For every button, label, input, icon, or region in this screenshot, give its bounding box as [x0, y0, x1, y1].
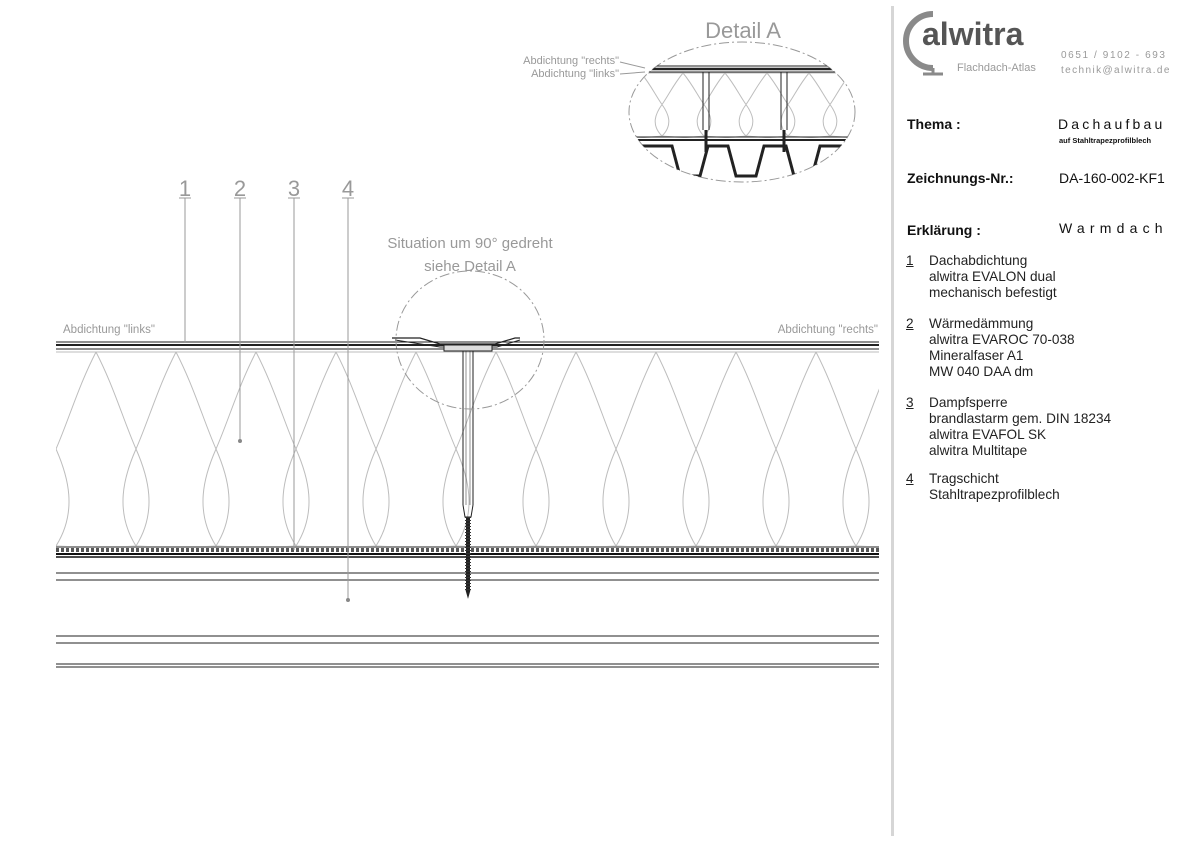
legend-number: 1 — [906, 253, 914, 268]
zeichnung-label: Zeichnungs-Nr.: — [907, 170, 1014, 186]
legend-number: 4 — [906, 471, 914, 486]
thema-subvalue: auf Stahltrapezprofilblech — [1059, 136, 1152, 145]
legend-line: Tragschicht — [929, 471, 999, 486]
brand-phone: 0651 / 9102 - 693 — [1061, 50, 1167, 61]
legend-line: alwitra EVALON dual — [929, 269, 1056, 284]
situation-note-line1: Situation um 90° gedreht — [387, 235, 553, 252]
detail-label-links: Abdichtung "links" — [531, 68, 619, 80]
callout-leaders — [179, 197, 354, 600]
legend-line: alwitra Multitape — [929, 443, 1028, 458]
legend-line: alwitra EVAROC 70-038 — [929, 332, 1075, 347]
insulation-layer — [56, 351, 879, 546]
callout-3: 3 — [288, 176, 300, 201]
fastener — [392, 337, 521, 599]
section-drawing: 1 2 3 4 Detail A Abdichtung "rechts" Abd… — [56, 18, 879, 668]
legend-line: MW 040 DAA dm — [929, 364, 1034, 379]
callout-dot-2 — [238, 439, 242, 443]
legend-line: Mineralfaser A1 — [929, 348, 1024, 363]
legend-line: brandlastarm gem. DIN 18234 — [929, 411, 1112, 426]
thema-label: Thema : — [907, 116, 961, 132]
legend-number: 3 — [906, 395, 914, 410]
legend-line: alwitra EVAFOL SK — [929, 427, 1047, 442]
legend-line: Dampfsperre — [929, 395, 1008, 410]
callout-dot-4 — [346, 598, 350, 602]
legend-line: mechanisch befestigt — [929, 285, 1057, 300]
callout-2: 2 — [234, 176, 246, 201]
detail-a-title: Detail A — [705, 18, 781, 43]
legend-line: Wärmedämmung — [929, 316, 1034, 331]
detail-a-marker — [395, 270, 545, 410]
brand-email: technik@alwitra.de — [1061, 65, 1171, 76]
detail-label-rechts: Abdichtung "rechts" — [523, 55, 619, 67]
brand-name: alwitra — [922, 16, 1024, 52]
label-abdichtung-links: Abdichtung "links" — [63, 324, 155, 336]
legend-line: Dachabdichtung — [929, 253, 1028, 268]
label-abdichtung-rechts: Abdichtung "rechts" — [778, 324, 878, 336]
brand-subtitle: Flachdach-Atlas — [957, 62, 1036, 74]
thema-value: Dachaufbau — [1058, 116, 1166, 132]
legend-number: 2 — [906, 316, 914, 331]
zeichnung-value: DA-160-002-KF1 — [1059, 170, 1165, 186]
title-block-separator — [891, 6, 894, 836]
erklaerung-value: Warmdach — [1059, 220, 1168, 236]
legend-line: Stahltrapezprofilblech — [929, 487, 1060, 502]
callout-1: 1 — [179, 176, 191, 201]
situation-note-line2: siehe Detail A — [424, 258, 516, 275]
callout-4: 4 — [342, 176, 354, 201]
erklaerung-label: Erklärung : — [907, 222, 981, 238]
alwitra-globe-logo — [903, 11, 943, 76]
